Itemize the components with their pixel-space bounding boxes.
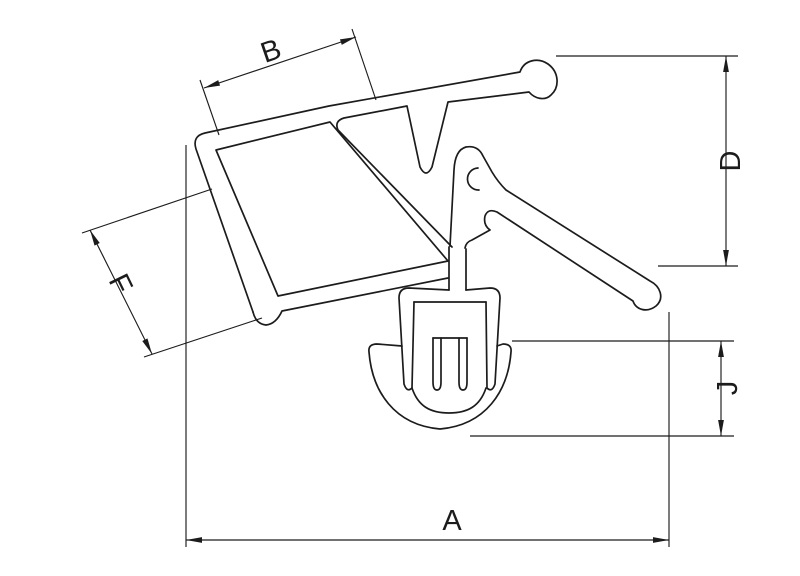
profile-center-bar-right bbox=[458, 337, 468, 391]
profile-claw-notch bbox=[466, 167, 480, 191]
profile-claw-and-right-limb bbox=[449, 145, 662, 311]
dimension-label-d: D bbox=[715, 151, 747, 172]
profile-right-prong bbox=[465, 287, 501, 391]
dimension-label-j: J bbox=[712, 381, 744, 396]
extension-line-f-bottom bbox=[143, 317, 263, 358]
dimension-label-f: F bbox=[102, 269, 139, 299]
extension-line-b-right bbox=[351, 28, 377, 101]
profile-outer-boundary bbox=[194, 59, 558, 313]
profile-inner-chamber bbox=[215, 121, 449, 297]
profile-center-bar-left bbox=[432, 337, 442, 391]
dimension-labels: A B D F J bbox=[102, 33, 747, 537]
dimension-label-b: B bbox=[257, 33, 286, 70]
extension-line-f-top bbox=[81, 188, 213, 234]
seal-profile bbox=[194, 59, 662, 430]
dimension-line-b bbox=[203, 36, 357, 89]
extension-line-b-left bbox=[199, 79, 220, 136]
dimension-line-f bbox=[89, 229, 153, 355]
profile-loop-tip-and-bridge bbox=[252, 277, 449, 326]
dimension-lines bbox=[81, 28, 738, 547]
profile-left-prong bbox=[398, 287, 450, 391]
profile-foot-mouth bbox=[411, 387, 487, 414]
profile-foot-outer bbox=[368, 343, 512, 430]
dimension-label-a: A bbox=[442, 505, 462, 537]
